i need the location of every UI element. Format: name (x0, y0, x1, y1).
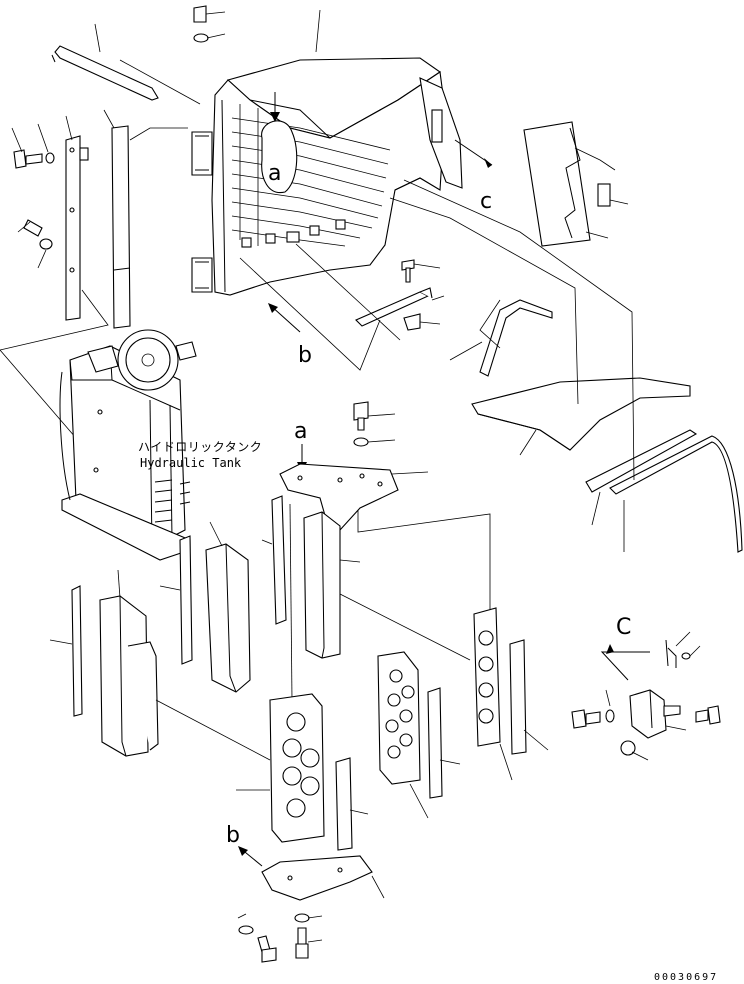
arrow-c-icon (454, 139, 493, 168)
long-rod (355, 287, 445, 331)
bolt-clamp-right-icon (695, 705, 721, 725)
bolt-right-upper-icon (401, 259, 441, 283)
drawing-code: 00030697 (654, 972, 718, 983)
label-a-top: a (268, 161, 281, 186)
perforated-plate-center (377, 651, 429, 819)
strip-far-left (49, 585, 83, 717)
vertical-sponge-strip (111, 125, 131, 329)
bolt-mid-left-icon (23, 219, 53, 250)
hydraulic-tank (59, 329, 197, 561)
curved-handle (479, 299, 553, 377)
bolt-bottom-left-icon (237, 913, 277, 963)
clamp-pin-icon (665, 631, 701, 668)
bolt-bottom-center-icon (294, 913, 323, 959)
label-b-top: b (298, 343, 312, 368)
bolt-top-left-icon (13, 149, 55, 169)
clamp-bracket (620, 689, 687, 761)
pipe-center (427, 687, 461, 799)
bottom-bracket-plate (261, 855, 385, 901)
long-curved-strip-1 (585, 429, 698, 493)
vertical-bracket-plate (65, 135, 89, 321)
label-b-bottom: b (226, 823, 240, 848)
sponge-mid-left (205, 521, 251, 693)
hydraulic-tank-label-jp: ハイドロリックタンク (138, 440, 262, 454)
bolt-clamp-left-icon (571, 689, 615, 729)
strip-center (261, 495, 287, 625)
arrow-c-lower-icon (600, 644, 650, 681)
hydraulic-tank-label-en: Hydraulic Tank (140, 456, 242, 470)
grille-cover (191, 57, 463, 296)
top-curved-strip (51, 45, 159, 101)
top-curved-plate (471, 377, 691, 451)
label-c-lower: C (616, 615, 631, 640)
sponge-center (303, 511, 361, 659)
label-c-right: c (480, 189, 492, 214)
perforated-plate-bottom-left (155, 693, 325, 843)
mid-bolt-icon (353, 401, 396, 447)
long-curved-strip-2 (609, 435, 743, 553)
right-side-panel (523, 121, 629, 247)
strip-left-mid (159, 535, 193, 665)
arrow-b-bottom-icon (238, 846, 263, 867)
top-bolt-icon (193, 5, 226, 43)
perforated-plate-right (473, 607, 513, 781)
mid-bracket-plate (279, 463, 429, 531)
pipe-bottom-left (335, 757, 369, 851)
arrow-b-top-icon (268, 303, 301, 333)
arrow-a-top-icon (270, 92, 280, 122)
sponge-large-left (99, 569, 159, 757)
label-a-mid: a (294, 419, 307, 444)
pipe-right (509, 639, 549, 755)
